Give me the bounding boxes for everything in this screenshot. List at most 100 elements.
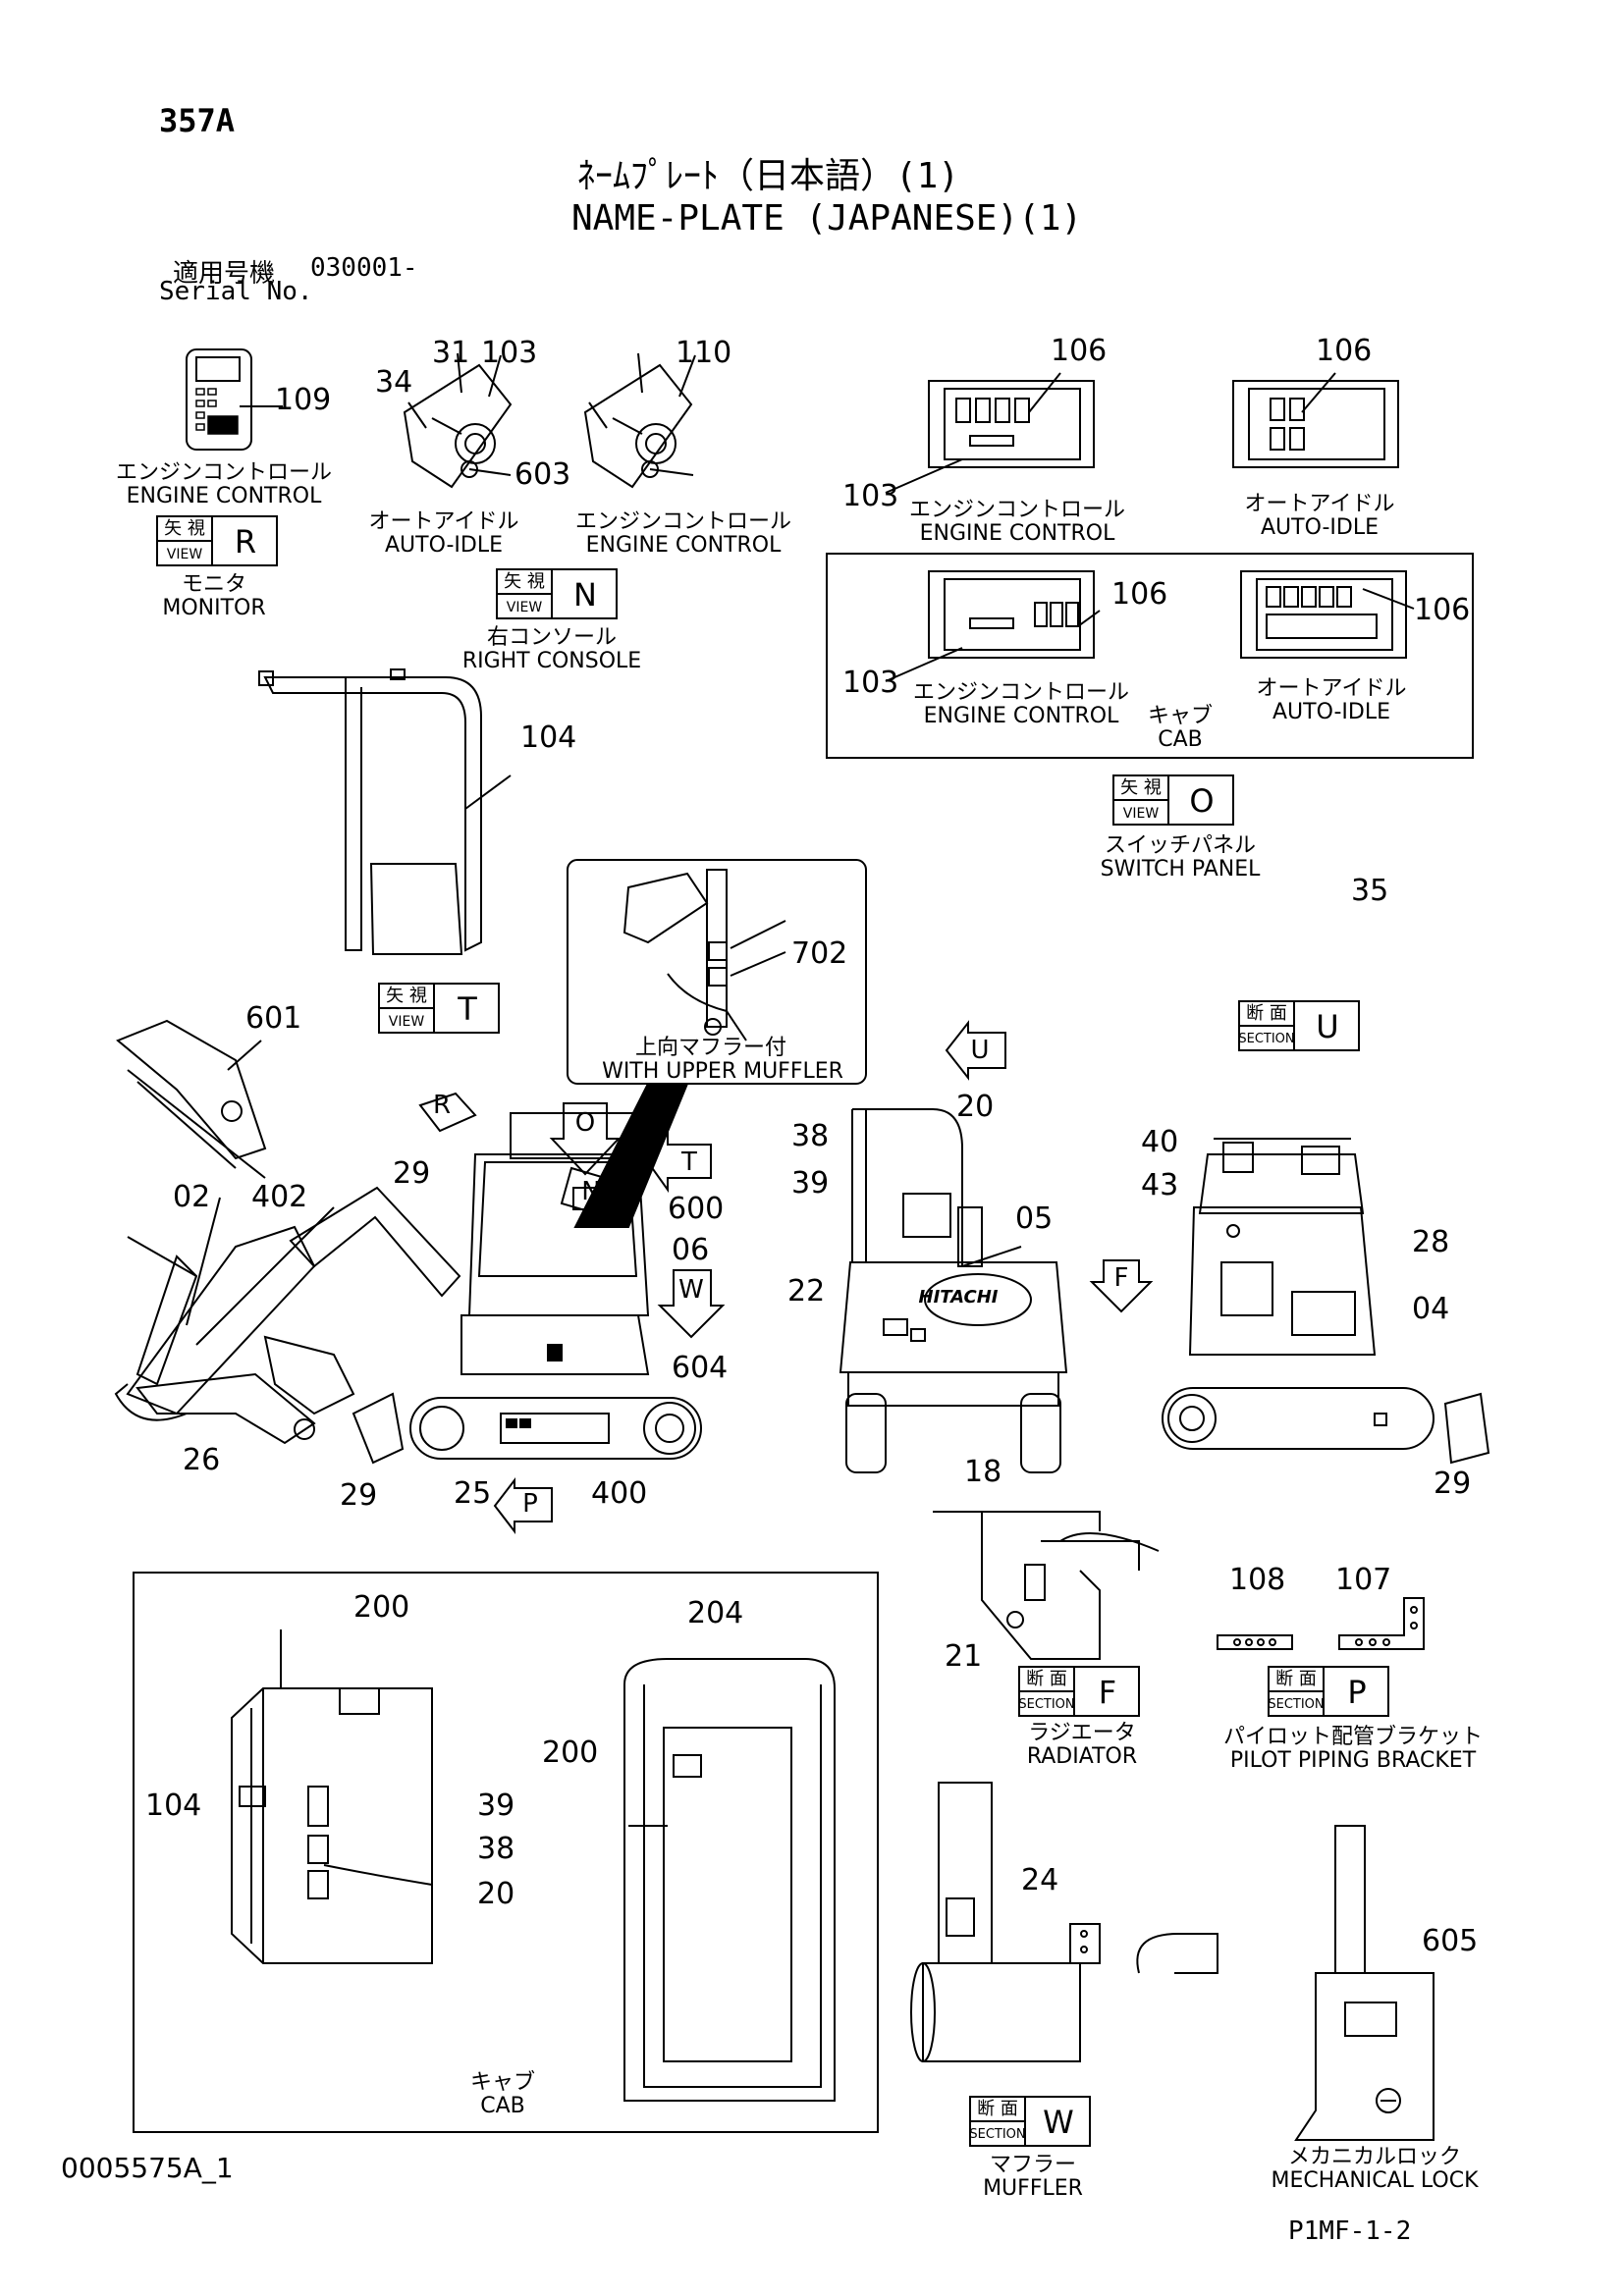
switch-auto-jp: オートアイドル — [1244, 492, 1395, 516]
callout-number: 106 — [1316, 334, 1373, 368]
muffler-en: MUFFLER — [983, 2176, 1083, 2201]
callout-number: 28 — [1412, 1225, 1450, 1259]
callout-number: 106 — [1414, 593, 1471, 627]
switch-engine-jp: エンジンコントロール — [908, 498, 1126, 522]
callout-number: 109 — [275, 383, 332, 417]
section-box-f — [1018, 1666, 1140, 1717]
monitor-engine-jp: エンジンコントロール — [115, 460, 333, 485]
radiator-en: RADIATOR — [1026, 1744, 1138, 1769]
brand-logo: HITACHI — [918, 1287, 999, 1308]
console-en: RIGHT CONSOLE — [461, 649, 642, 673]
section-f-letter: F — [1098, 1674, 1117, 1711]
callout-number: 26 — [183, 1443, 221, 1477]
switch-engine-en: ENGINE CONTROL — [919, 521, 1115, 546]
callout-number: 104 — [520, 721, 577, 755]
arrow-t-letter: T — [681, 1148, 697, 1177]
serial-value: 030001- — [310, 253, 418, 283]
console-engine-en: ENGINE CONTROL — [585, 533, 782, 558]
view-box-r — [156, 515, 278, 566]
callout-number: 601 — [245, 1001, 302, 1036]
muffler-jp: マフラー — [989, 2153, 1077, 2177]
mech-lock-jp: メカニカルロック — [1287, 2145, 1462, 2169]
pilot-bracket-108 — [1217, 1634, 1293, 1650]
cab-right-interior — [623, 1658, 836, 2102]
cab-interior-jp: キャブ — [469, 2070, 536, 2095]
callout-number: 18 — [964, 1455, 1002, 1489]
view-arrows — [418, 1020, 1154, 1534]
section-u-letter: U — [1316, 1008, 1339, 1045]
callout-number: 38 — [477, 1832, 515, 1866]
cab-left-interior — [231, 1629, 433, 1964]
cab-interior-en: CAB — [480, 2094, 525, 2118]
view-t-letter: T — [458, 990, 477, 1028]
view-n-sub: VIEW — [506, 600, 543, 615]
radiator-jp: ラジエータ — [1028, 1721, 1136, 1745]
section-w-letter: W — [1043, 2104, 1074, 2141]
section-u-kind: 断 面 — [1246, 1003, 1287, 1024]
serial-label-en: Serial No. — [159, 277, 313, 306]
monitor-engine-en: ENGINE CONTROL — [126, 484, 322, 508]
callout-number: 200 — [353, 1590, 410, 1625]
view-r-kind: 矢 視 — [164, 518, 205, 539]
section-p-kind: 断 面 — [1275, 1669, 1317, 1689]
cab-engine-jp: エンジンコントロール — [912, 680, 1130, 705]
callout-number: 104 — [145, 1789, 202, 1823]
callout-number: 20 — [477, 1877, 515, 1911]
callout-number: 29 — [393, 1156, 431, 1191]
view-o-sub: VIEW — [1122, 806, 1160, 822]
section-f-kind: 断 面 — [1026, 1669, 1067, 1689]
console-auto-jp: オートアイドル — [368, 509, 519, 534]
callout-number: 35 — [1351, 874, 1389, 908]
callout-number: 103 — [842, 479, 899, 513]
cab-engine-en: ENGINE CONTROL — [923, 704, 1119, 728]
view-box-o — [1112, 774, 1234, 826]
arrow-r-letter: R — [432, 1091, 452, 1120]
footer-left-code: 0005575A_1 — [61, 2152, 234, 2184]
callout-number: 43 — [1141, 1168, 1179, 1202]
callout-number: 106 — [1111, 577, 1168, 612]
arrow-u-icon — [945, 1020, 1006, 1081]
callout-number: 702 — [791, 936, 848, 971]
arrow-f-letter: F — [1113, 1263, 1129, 1293]
callout-number: 22 — [787, 1274, 826, 1308]
callout-number: 200 — [542, 1735, 599, 1770]
view-n-letter: N — [573, 576, 597, 614]
section-p-letter: P — [1347, 1674, 1367, 1711]
cab-switch-jp: キャブ — [1147, 704, 1214, 728]
excavator-front-view — [1162, 1138, 1490, 1465]
arrow-o-letter: O — [574, 1108, 596, 1138]
right-console-plate-auto-idle — [403, 352, 513, 489]
view-r-sub: VIEW — [166, 547, 203, 562]
monitor-jp: モニタ — [181, 572, 247, 597]
callout-number: 40 — [1141, 1125, 1179, 1159]
callout-number: 103 — [842, 666, 899, 700]
callout-number: 29 — [1434, 1467, 1472, 1501]
arrow-t-icon — [646, 1129, 712, 1194]
console-auto-en: AUTO-IDLE — [384, 533, 504, 558]
callout-number: 107 — [1335, 1563, 1392, 1597]
callout-number: 605 — [1422, 1924, 1479, 1958]
arrow-p-letter: P — [522, 1489, 538, 1519]
console-jp: 右コンソール — [486, 625, 618, 650]
callout-number: 39 — [791, 1166, 830, 1201]
cab-switch-en: CAB — [1158, 727, 1203, 752]
callout-number: 31 — [432, 336, 470, 370]
callout-number: 20 — [956, 1090, 995, 1124]
cab-switch-panel-engine — [885, 570, 1101, 682]
right-console-plate-engine-control — [583, 352, 696, 489]
view-box-n — [496, 568, 618, 619]
arrow-w-letter: W — [678, 1275, 704, 1305]
switch-auto-en: AUTO-IDLE — [1260, 515, 1380, 540]
footer-right-code: P1MF-1-2 — [1288, 2216, 1412, 2246]
view-box-t — [378, 983, 500, 1034]
view-t-sub: VIEW — [388, 1014, 425, 1030]
callout-number: 603 — [514, 457, 571, 492]
section-box-p — [1268, 1666, 1389, 1717]
callout-number: 103 — [481, 336, 538, 370]
arrow-w-icon — [657, 1269, 726, 1339]
excavator-rear-view — [839, 1108, 1068, 1473]
view-r-letter: R — [234, 523, 257, 561]
section-u-sub: SECTION — [1238, 1032, 1295, 1046]
